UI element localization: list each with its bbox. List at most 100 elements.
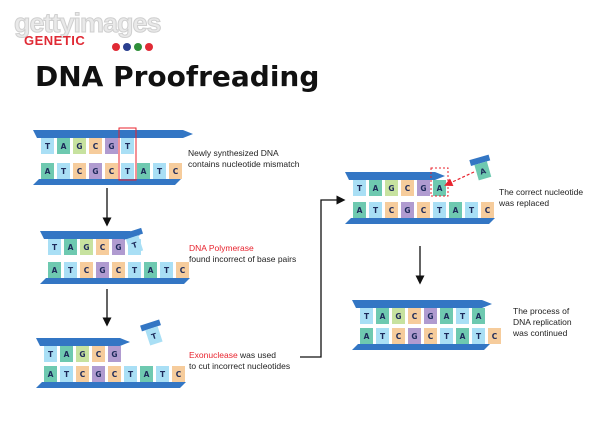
bottom-base-step2-1-label: T — [68, 266, 74, 275]
bottom-base-step4-7-box — [465, 202, 478, 218]
bottom-strand-step5 — [352, 344, 490, 350]
bottom-strand-step3 — [36, 382, 186, 388]
caption-line: The correct nucleotide — [499, 187, 584, 197]
top-base-step2-0-label: T — [52, 243, 58, 252]
bottom-base-step2-4-label: C — [116, 266, 122, 275]
caption-step4: The correct nucleotide was replaced — [499, 187, 583, 209]
bottom-base-step4-8-label: C — [485, 206, 491, 215]
top-base-step4-1-label: A — [373, 184, 379, 193]
top-base-step1-1-label: A — [61, 142, 67, 151]
bottom-base-step5-4-box — [424, 328, 437, 344]
bottom-base-step4-6-label: A — [453, 206, 459, 215]
bottom-base-step2-2-box — [80, 262, 93, 278]
incoming-nucleotide: A — [469, 154, 492, 181]
caption-line: contains nucleotide mismatch — [188, 159, 300, 169]
top-base-step5-2-label: G — [395, 312, 401, 321]
bottom-base-step1-6-box — [137, 163, 150, 179]
bottom-base-step2-3-label: G — [99, 266, 105, 275]
bottom-base-step1-2-label: C — [77, 167, 83, 176]
top-strand-step4 — [345, 172, 445, 180]
bottom-base-step4-2-box — [385, 202, 398, 218]
top-base-step5-3-label: C — [412, 312, 418, 321]
caption-step3: Exonuclease was used to cut incorrect nu… — [189, 350, 290, 372]
top-base-step2-1-box — [64, 239, 77, 255]
top-base-step5-5-box — [440, 308, 453, 324]
caption-line: DNA replication — [513, 317, 572, 327]
bottom-base-step5-5-label: T — [444, 332, 450, 341]
bottom-base-step1-0-label: A — [45, 167, 51, 176]
top-base-step5-7-box — [472, 308, 485, 324]
top-base-step4-3-box — [401, 180, 414, 196]
top-base-step4-4-box — [417, 180, 430, 196]
bottom-base-step3-2-label: C — [80, 370, 86, 379]
top-base-step5-6-label: T — [460, 312, 466, 321]
top-base-step5-4-box — [424, 308, 437, 324]
insertion-arrow — [444, 171, 475, 187]
watermark-brand: gettyimages — [14, 8, 163, 38]
top-base-step5-0-box — [360, 308, 373, 324]
bottom-base-step2-7-label: T — [164, 266, 170, 275]
bottom-base-step4-0-label: A — [357, 206, 363, 215]
bottom-base-step3-1-box — [60, 366, 73, 382]
top-base-step3-1-box — [60, 346, 73, 362]
top-base-step4-2-box — [385, 180, 398, 196]
bottom-base-step3-8-label: C — [176, 370, 182, 379]
bottom-base-step5-2-label: C — [396, 332, 402, 341]
top-base-step5-2-box — [392, 308, 405, 324]
bottom-base-step3-7-label: T — [160, 370, 166, 379]
top-strand-step2 — [40, 231, 140, 239]
top-base-step4-0-box — [353, 180, 366, 196]
bottom-base-step3-4-box — [108, 366, 121, 382]
bottom-base-step3-6-label: A — [144, 370, 150, 379]
bottom-base-step5-0-box — [360, 328, 373, 344]
bottom-base-step1-4-box — [105, 163, 118, 179]
caption-line: was used — [237, 350, 276, 360]
bottom-base-step1-1-box — [57, 163, 70, 179]
detaching-nucleotide-box — [125, 235, 144, 255]
top-base-step1-5-box — [121, 138, 134, 154]
bottom-base-step1-0-box — [41, 163, 54, 179]
top-base-step3-2-label: G — [79, 350, 85, 359]
top-base-step4-5-label: A — [437, 184, 443, 193]
watermark-dot — [123, 43, 131, 51]
bottom-base-step4-7-label: T — [469, 206, 475, 215]
bottom-base-step1-5-box — [121, 163, 134, 179]
detaching-backbone — [122, 227, 143, 240]
bottom-base-step3-1-label: T — [64, 370, 70, 379]
top-base-step1-0-label: T — [45, 142, 51, 151]
bottom-base-step1-8-label: C — [173, 167, 179, 176]
top-base-step1-0-box — [41, 138, 54, 154]
caption-line: was replaced — [499, 198, 550, 208]
bottom-base-step5-7-box — [472, 328, 485, 344]
top-base-step3-0-box — [44, 346, 57, 362]
top-base-step4-0-label: T — [357, 184, 363, 193]
bottom-base-step4-1-label: T — [373, 206, 379, 215]
bottom-strand-step4 — [345, 218, 495, 224]
bottom-base-step5-7-label: T — [476, 332, 482, 341]
watermark-dot — [145, 43, 153, 51]
caption-step1: Newly synthesized DNA contains nucleotid… — [188, 148, 300, 170]
top-base-step4-5-box — [433, 180, 446, 196]
excised-nucleotide: T — [140, 319, 163, 346]
bottom-base-step3-0-label: A — [48, 370, 54, 379]
bottom-base-step2-7-box — [160, 262, 173, 278]
caption-line: was continued — [513, 328, 568, 338]
bottom-strand-step2 — [40, 278, 190, 284]
bottom-base-step1-4-label: C — [109, 167, 115, 176]
bottom-base-step4-3-box — [401, 202, 414, 218]
bottom-base-step1-3-box — [89, 163, 102, 179]
bottom-base-step5-2-box — [392, 328, 405, 344]
top-strand-step1 — [33, 130, 193, 138]
bottom-base-step4-3-label: G — [404, 206, 410, 215]
incoming-nucleotide-label: A — [479, 166, 487, 176]
bottom-base-step5-1-box — [376, 328, 389, 344]
top-base-step2-3-label: C — [100, 243, 106, 252]
bottom-base-step1-2-box — [73, 163, 86, 179]
flow-arrow-3 — [300, 195, 346, 358]
bottom-base-step3-5-label: T — [128, 370, 134, 379]
bottom-base-step1-6-label: A — [141, 167, 147, 176]
bottom-base-step4-6-box — [449, 202, 462, 218]
top-base-step1-1-box — [57, 138, 70, 154]
top-strand-step5 — [352, 300, 492, 308]
